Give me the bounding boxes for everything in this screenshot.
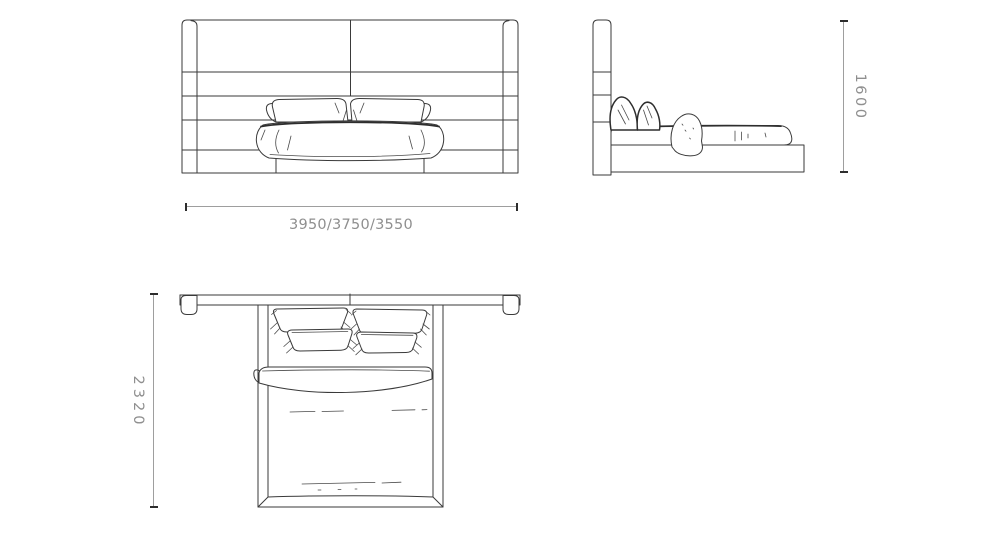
side-duvet-fold xyxy=(670,113,703,157)
height-dimension-tick-top xyxy=(840,19,848,22)
height-dimension-line xyxy=(843,21,844,172)
side-base xyxy=(610,144,805,173)
width-dimension-label: 3950/3750/3550 xyxy=(289,217,413,233)
side-headboard xyxy=(592,19,612,176)
top-headboard-strip xyxy=(179,293,521,315)
top-front-pillows xyxy=(283,328,422,356)
depth-dimension-label: 2320 xyxy=(130,375,146,429)
top-duvet-marks xyxy=(289,409,428,491)
depth-dimension-tick-top xyxy=(149,292,158,295)
side-pillows xyxy=(609,96,661,131)
side-elevation-view xyxy=(585,10,815,180)
depth-dimension-line xyxy=(152,294,154,507)
front-pillows xyxy=(265,98,432,123)
top-plan-view xyxy=(170,283,530,523)
width-dimension-tick-left xyxy=(184,203,187,211)
front-elevation-view xyxy=(175,10,525,180)
front-duvet xyxy=(255,120,445,162)
depth-dimension-tick-bottom xyxy=(149,506,158,508)
height-dimension-tick-bottom xyxy=(840,171,848,173)
top-bed-frame xyxy=(257,304,444,508)
height-dimension-label: 1600 xyxy=(852,73,868,121)
width-dimension-line xyxy=(186,206,516,207)
width-dimension-tick-right xyxy=(515,203,518,211)
top-sheet-fold xyxy=(253,366,433,393)
